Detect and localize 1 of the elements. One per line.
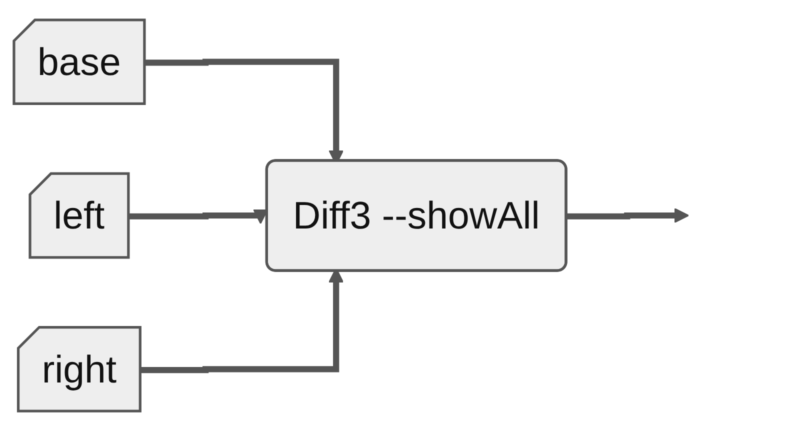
arrow [566,208,689,224]
